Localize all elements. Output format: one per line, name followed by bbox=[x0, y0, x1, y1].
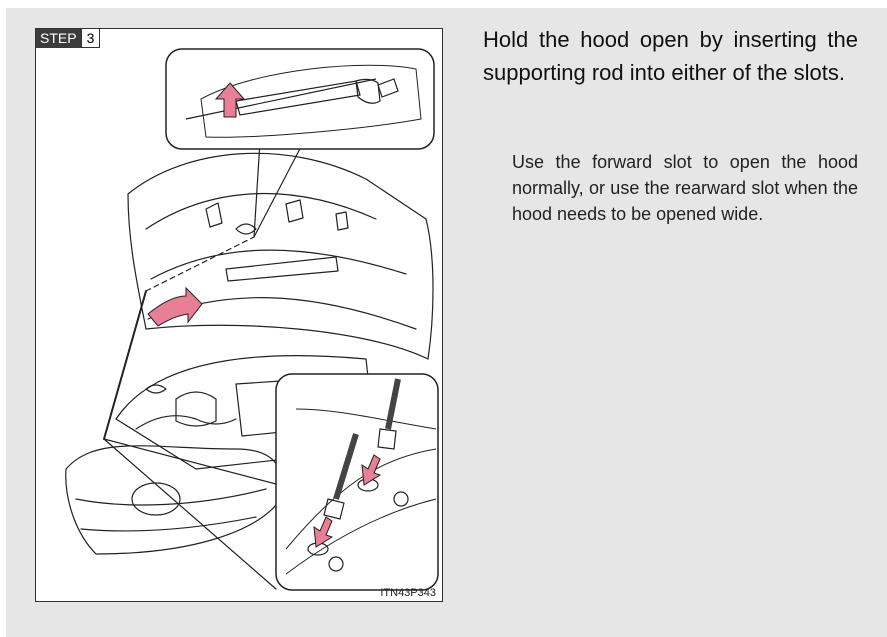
step-number: 3 bbox=[81, 29, 101, 48]
bottom-callout bbox=[276, 374, 438, 590]
step-label: STEP bbox=[36, 29, 81, 48]
hood-support-illustration: STEP 3 bbox=[35, 28, 443, 602]
figure-id: ITN43P343 bbox=[380, 587, 436, 599]
rotate-arrow bbox=[148, 288, 202, 326]
step-badge: STEP 3 bbox=[36, 29, 100, 48]
instruction-detail: Use the forward slot to open the hood no… bbox=[512, 149, 858, 227]
support-rod bbox=[104, 291, 146, 439]
raised-hood bbox=[128, 153, 433, 359]
top-callout bbox=[166, 49, 434, 149]
instruction-main: Hold the hood open by inserting the supp… bbox=[483, 23, 858, 89]
car-hood-drawing bbox=[36, 29, 443, 602]
